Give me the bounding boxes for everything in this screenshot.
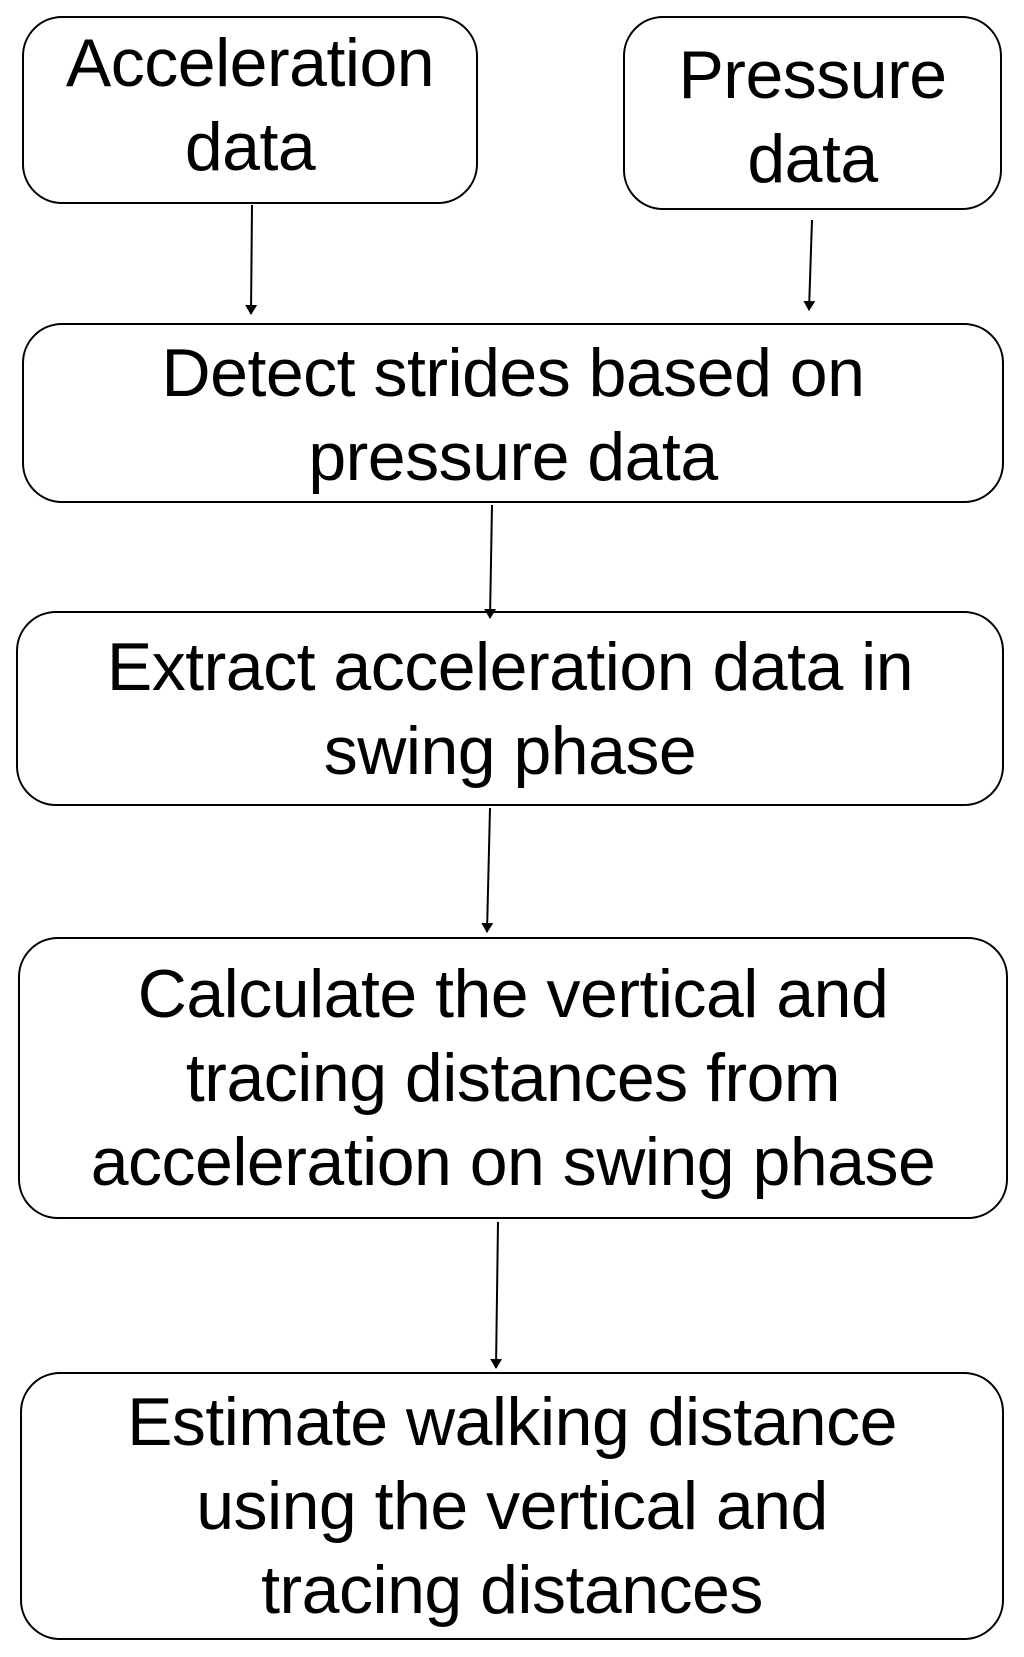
arrow-detect-to-extract [484,504,497,619]
arrow-acceleration-to-detect [245,204,258,315]
arrow-extract-to-calculate [481,807,494,933]
node-estimate-walking-distance: Estimate walking distance using the vert… [20,1372,1004,1640]
node-text-line: Calculate the vertical and [137,956,889,1032]
node-text-line: pressure data [308,419,718,495]
node-text-line: Detect strides based on [161,335,865,411]
node-pressure-data: Pressure data [623,16,1002,210]
node-text-line: Acceleration [65,25,435,101]
node-extract-acceleration: Extract acceleration data in swing phase [16,611,1004,806]
node-text-line: data [184,109,316,185]
arrow-pressure-to-detect [803,219,816,311]
node-detect-strides: Detect strides based on pressure data [22,323,1004,503]
node-calculate-distances: Calculate the vertical and tracing dista… [18,937,1008,1219]
node-text-line: acceleration on swing phase [90,1124,936,1200]
node-text-line: tracing distances from [185,1040,841,1116]
node-text-line: data [747,121,878,197]
node-text-line: tracing distances [261,1552,763,1628]
node-acceleration-data: Acceleration data [22,16,478,204]
node-text-line: Pressure [678,37,947,113]
node-text-line: Estimate walking distance [127,1384,897,1460]
node-text-line: using the vertical and [196,1468,828,1544]
node-text-line: Extract acceleration data in [106,628,914,705]
arrow-calculate-to-estimate [490,1221,503,1369]
node-text-line: swing phase [323,712,697,789]
